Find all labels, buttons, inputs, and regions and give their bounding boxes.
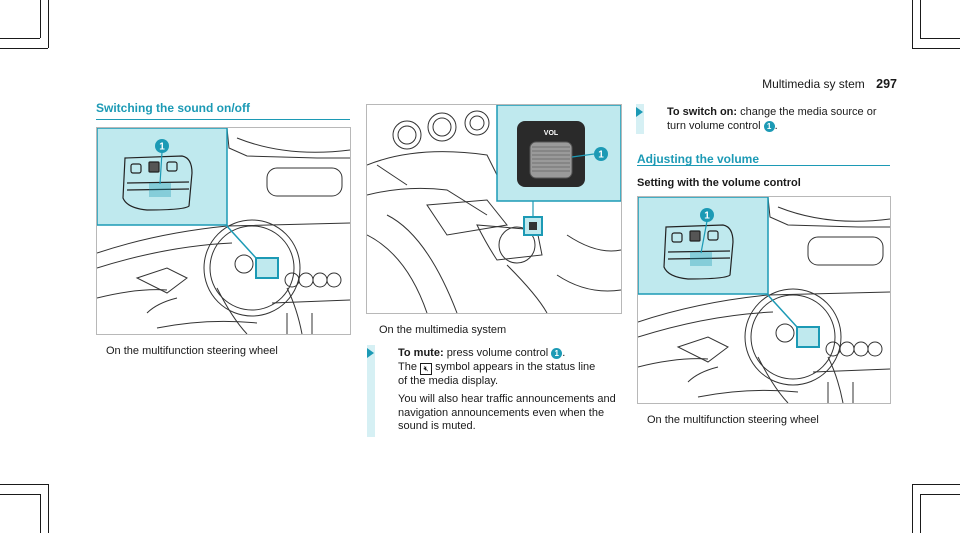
crop-mark <box>48 0 49 48</box>
subheading-volume-control: Setting with the volume control <box>637 177 801 189</box>
step-note-line: You will also hear traffic announcements… <box>398 393 616 405</box>
crop-mark <box>0 494 40 495</box>
crop-mark <box>920 38 960 39</box>
figure-caption-middle: On the multimedia system <box>379 324 507 336</box>
figure-caption-right: On the multifunction steering wheel <box>647 414 819 426</box>
page-number: 297 <box>876 77 897 91</box>
heading-rule <box>96 119 350 120</box>
crop-mark <box>40 0 41 38</box>
vol-label: VOL <box>544 130 559 137</box>
running-head-title: Multimedia sy stem <box>762 77 865 91</box>
step-bar <box>367 345 375 437</box>
step-text: of the media display. <box>398 374 499 387</box>
figure-steering-wheel-right: 1 <box>637 196 891 404</box>
section-heading-sound: Switching the sound on/off <box>96 101 250 115</box>
figure-steering-wheel-left: 1 <box>96 127 351 335</box>
figure-multimedia-system: VOL 1 <box>366 104 622 314</box>
step-label-switch-on: To switch on: <box>667 106 738 118</box>
step-text: . <box>562 347 566 359</box>
crop-mark <box>912 48 960 49</box>
callout-number: 1 <box>704 211 710 222</box>
step-text: symbol appears in the status line <box>435 360 596 373</box>
step-label-mute: To mute: <box>398 347 444 359</box>
step-mute: To mute: press volume control 1. The 🔇︎ … <box>367 347 627 434</box>
heading-rule <box>637 165 890 166</box>
step-text: press volume control <box>446 347 549 359</box>
figure-caption-left: On the multifunction steering wheel <box>106 345 278 357</box>
step-note-line: navigation announcements even when the <box>398 406 605 419</box>
callout-number: 1 <box>159 142 165 153</box>
crop-mark <box>48 484 49 533</box>
step-note-line: sound is muted. <box>398 420 476 432</box>
mute-icon: 🔇︎ <box>420 362 433 375</box>
callout-number: 1 <box>598 150 604 161</box>
step-bar <box>636 104 644 134</box>
callout-badge: 1 <box>551 348 563 359</box>
crop-mark <box>0 48 48 49</box>
step-text: The <box>398 360 417 373</box>
step-text: change the media source or <box>740 106 877 118</box>
crop-mark <box>912 484 960 485</box>
callout-badge: 1 <box>763 120 775 132</box>
step-text: . <box>774 119 778 132</box>
crop-mark <box>912 0 913 48</box>
running-head: Multimedia sy stem 297 <box>762 77 897 91</box>
crop-mark <box>0 484 48 485</box>
crop-mark <box>920 0 921 38</box>
crop-mark <box>920 494 921 533</box>
crop-mark <box>40 494 41 533</box>
step-switch-on: To switch on: change the media source or… <box>636 106 896 133</box>
step-text: turn volume control <box>667 119 761 132</box>
crop-mark <box>920 494 960 495</box>
step-arrow-icon <box>367 348 374 358</box>
section-heading-volume: Adjusting the volume <box>637 152 760 166</box>
crop-mark <box>0 38 40 39</box>
step-arrow-icon <box>636 107 643 117</box>
crop-mark <box>912 484 913 533</box>
